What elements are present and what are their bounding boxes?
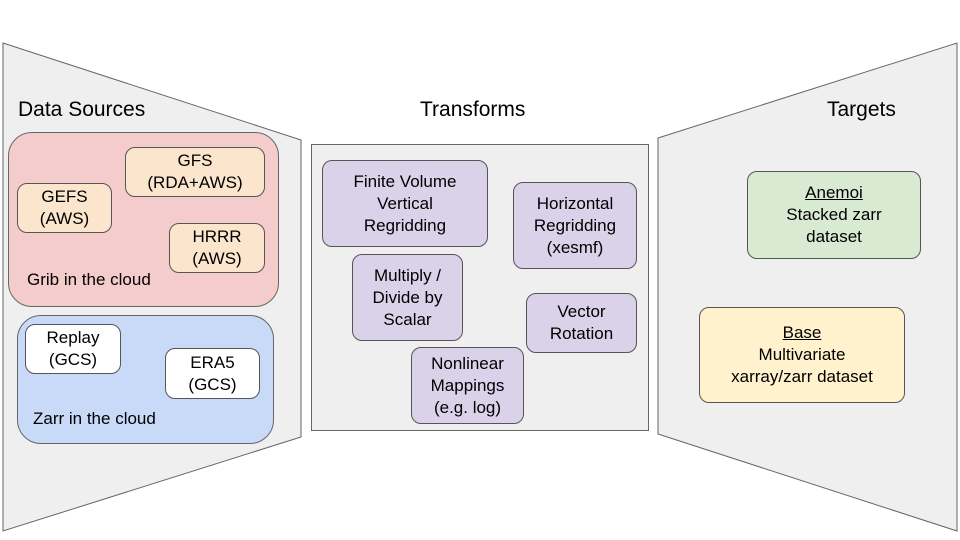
gfs-line-2: (RDA+AWS): [147, 173, 243, 192]
nonlinear-line-2: Mappings: [430, 375, 505, 395]
anemoi-target-box: Anemoi Stacked zarr dataset: [747, 171, 921, 259]
base-title: Base: [782, 323, 822, 342]
gefs-line-1: GEFS: [41, 187, 88, 206]
finite-volume-regridding-box: Finite Volume Vertical Regridding: [322, 160, 488, 247]
horizontal-line-3: (xesmf): [546, 237, 604, 257]
vector-line-2: Rotation: [549, 324, 614, 343]
nonlinear-line-1: Nonlinear: [431, 353, 504, 373]
targets-panel: [657, 42, 958, 532]
gefs-line-2: (AWS): [39, 209, 90, 228]
hrrr-line-2: (AWS): [192, 249, 242, 268]
hrrr-line-1: HRRR: [192, 227, 242, 246]
base-target-box: Base Multivariate xarray/zarr dataset: [699, 307, 905, 403]
gfs-box: GFS (RDA+AWS): [125, 147, 265, 197]
anemoi-line-3: dataset: [806, 227, 862, 246]
base-line-3: xarray/zarr dataset: [731, 367, 873, 386]
data-sources-heading: Data Sources: [18, 98, 146, 121]
transforms-heading: Transforms: [420, 98, 526, 121]
anemoi-title: Anemoi: [805, 183, 863, 202]
hrrr-box: HRRR (AWS): [169, 223, 265, 273]
horizontal-line-1: Horizontal: [536, 193, 614, 213]
multiply-line-3: Scalar: [383, 309, 432, 329]
horizontal-line-2: Regridding: [533, 215, 617, 235]
targets-heading: Targets: [827, 98, 896, 121]
era5-box: ERA5 (GCS): [165, 348, 260, 399]
nonlinear-mappings-box: Nonlinear Mappings (e.g. log): [411, 347, 524, 424]
base-line-2: Multivariate: [758, 345, 846, 364]
grib-label: Grib in the cloud: [27, 270, 151, 289]
vector-rotation-box: Vector Rotation: [526, 293, 637, 353]
replay-line-2: (GCS): [48, 350, 98, 369]
multiply-line-1: Multiply /: [373, 265, 442, 285]
era5-line-1: ERA5: [190, 352, 235, 372]
gfs-line-1: GFS: [177, 151, 213, 170]
multiply-line-2: Divide by: [372, 287, 443, 307]
replay-box: Replay (GCS): [25, 324, 121, 374]
finite-volume-line-3: Regridding: [363, 215, 447, 235]
nonlinear-line-3: (e.g. log): [433, 397, 502, 417]
replay-line-1: Replay: [46, 328, 100, 347]
anemoi-line-2: Stacked zarr: [786, 205, 882, 224]
gefs-box: GEFS (AWS): [17, 183, 112, 233]
finite-volume-line-2: Vertical: [377, 193, 433, 213]
horizontal-regridding-box: Horizontal Regridding (xesmf): [513, 182, 637, 269]
era5-line-2: (GCS): [188, 374, 237, 394]
finite-volume-line-1: Finite Volume: [353, 171, 457, 191]
multiply-divide-box: Multiply / Divide by Scalar: [352, 254, 463, 341]
zarr-label: Zarr in the cloud: [33, 409, 156, 428]
vector-line-1: Vector: [557, 302, 606, 321]
